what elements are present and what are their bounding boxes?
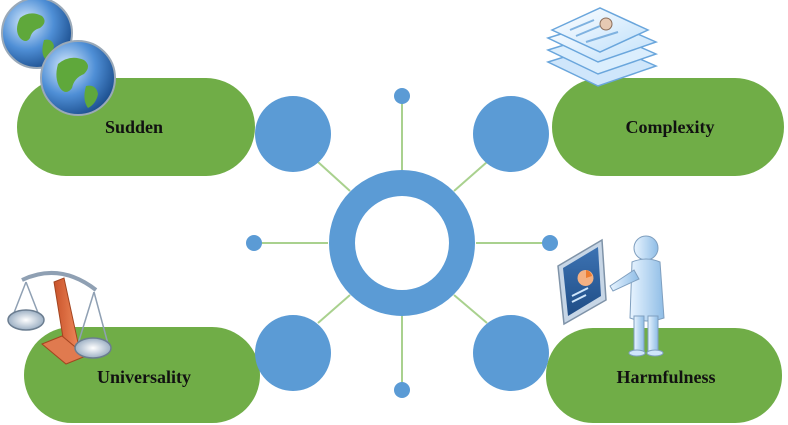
connector-top-right [453,161,488,192]
connector-bottom-right [453,294,488,324]
connector-bottom-left [317,294,351,324]
connectors [254,96,550,390]
globe-icon [1,0,116,116]
node-top-right [473,96,549,172]
dot-bottom [394,382,410,398]
pill-top-right [552,78,784,176]
label-harmfulness: Harmfulness [616,367,716,387]
node-bottom-right [473,315,549,391]
balance-scale-icon [7,270,112,365]
dot-top [394,88,410,104]
pill-bottom-right [546,328,782,423]
node-top-left [255,96,331,172]
document-stack-icon [545,7,659,87]
label-complexity: Complexity [625,117,715,137]
presenter-with-chart-icon [557,235,665,357]
label-universality: Universality [97,367,191,387]
dot-left [246,235,262,251]
center-ring [329,170,475,316]
connector-top-left [317,161,351,192]
node-bottom-left [255,315,331,391]
dot-right [542,235,558,251]
end-dots [246,88,558,398]
label-sudden: Sudden [104,117,164,137]
